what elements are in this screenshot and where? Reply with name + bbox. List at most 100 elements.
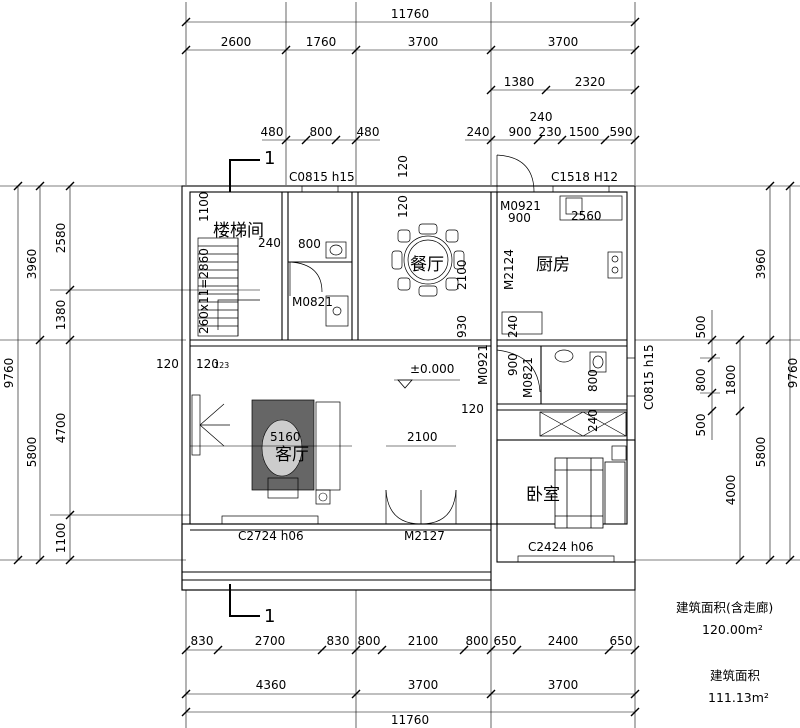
dim-bot-3700b: 3700 (548, 678, 579, 692)
dim-top-3700b: 3700 (548, 35, 579, 49)
dim-top-1380: 1380 (504, 75, 535, 89)
dim-top-2600: 2600 (221, 35, 252, 49)
kitchen-counter (501, 195, 623, 335)
dim-top-480b: 480 (357, 125, 380, 139)
dim-240-stair: 240 (258, 236, 281, 250)
dim-right-total: 9760 (786, 358, 800, 389)
sofa-set (251, 399, 341, 505)
dim-930: 930 (455, 315, 469, 338)
window-label-top-left: C0815 h15 (289, 170, 355, 184)
dim-2124: M2124 (502, 249, 516, 290)
stair (197, 237, 260, 337)
dim-bot-3700a: 3700 (408, 678, 439, 692)
dim-800-b: 800 (586, 369, 600, 392)
room-living: 客厅 (275, 445, 309, 465)
dim-800-bath: 800 (298, 237, 321, 251)
dim-right-5800: 5800 (754, 437, 768, 468)
dim-top-3700a: 3700 (408, 35, 439, 49)
dim-240-c: 240 (586, 409, 600, 432)
room-stair: 楼梯间 (213, 221, 264, 241)
dim-stair-1100: 1100 (197, 191, 211, 222)
dim-top-480a: 480 (261, 125, 284, 139)
dim-bot-total: 11760 (391, 713, 429, 727)
dim-right-500b: 500 (694, 414, 708, 437)
elevation-mark: ±0.000 (394, 362, 460, 389)
dim-bot-2700: 2700 (255, 634, 286, 648)
right-dimensions: 9760 3960 5800 1800 4000 500 800 500 (694, 181, 800, 565)
dim-top-590: 590 (610, 125, 633, 139)
dim-900-b: 900 (506, 353, 520, 376)
dim-bot-800a: 800 (358, 634, 381, 648)
bottom-dimensions: 830 2700 830 800 2100 800 650 2400 650 4… (181, 634, 640, 727)
dim-2560: 2560 (571, 209, 602, 223)
dim-120-d: 120 (196, 357, 219, 371)
section-mark-bottom: 1 (264, 606, 275, 627)
dim-top-240b: 240 (467, 125, 490, 139)
bed (539, 411, 627, 529)
toilet-fixture (325, 241, 347, 259)
dim-left-2580: 2580 (54, 223, 68, 254)
area-label: 建筑面积 (710, 668, 760, 683)
dim-240-b: 240 (506, 315, 520, 338)
dim-right-500a: 500 (694, 316, 708, 339)
dim-right-800: 800 (694, 369, 708, 392)
bath2-fixtures (554, 349, 607, 373)
dim-120-c: 120 (156, 357, 179, 371)
room-bedroom: 卧室 (526, 485, 560, 505)
room-dining: 餐厅 (410, 255, 444, 275)
dim-stair-run: 260x11=2860 (197, 248, 211, 334)
dim-bot-2100: 2100 (408, 634, 439, 648)
door-label-m0821-mid: M0821 (521, 357, 535, 398)
dim-left-1380: 1380 (54, 300, 68, 331)
dim-right-3960: 3960 (754, 249, 768, 280)
dim-bot-800b: 800 (466, 634, 489, 648)
dim-bot-650a: 650 (494, 634, 517, 648)
dim-left-5800: 5800 (25, 437, 39, 468)
door-label-m0921-mid: M0921 (476, 344, 490, 385)
tv-cabinet (191, 394, 230, 456)
dim-top-total: 11760 (391, 7, 429, 21)
dim-top-2320: 2320 (575, 75, 606, 89)
top-dimensions: 11760 2600 1760 3700 3700 1380 2320 240 … (181, 7, 640, 145)
dim-top-1760: 1760 (306, 35, 337, 49)
dim-bot-830b: 830 (327, 634, 350, 648)
dim-left-3960: 3960 (25, 249, 39, 280)
dim-top-800: 800 (310, 125, 333, 139)
dining-table (391, 223, 465, 297)
dim-top-1500: 1500 (569, 125, 600, 139)
dim-left-total: 9760 (2, 358, 16, 389)
room-kitchen: 厨房 (536, 255, 570, 275)
door-label-m0921-top: M0921 (500, 199, 541, 213)
window-label-top-right: C1518 H12 (551, 170, 618, 184)
dim-left-4700: 4700 (54, 413, 68, 444)
openings (221, 154, 636, 563)
dim-top-230: 230 (539, 125, 562, 139)
dim-120-a: 120 (396, 155, 410, 178)
area-value-with-corridor: 120.00m² (702, 622, 763, 637)
dim-top-240: 240 (530, 110, 553, 124)
window-label-right: C0815 h15 (642, 344, 656, 410)
area-value: 111.13m² (708, 690, 769, 705)
door-label-bottom: M2127 (404, 529, 445, 543)
dim-right-1800: 1800 (724, 365, 738, 396)
dim-bot-4360: 4360 (256, 678, 287, 692)
dim-120-e: 120 (461, 402, 484, 416)
dim-left-1100: 1100 (54, 523, 68, 554)
dim-right-4000: 4000 (724, 475, 738, 506)
window-label-bottom-left: C2724 h06 (238, 529, 304, 543)
dim-123: 123 (214, 361, 229, 370)
shower-fixture (325, 295, 349, 327)
dim-2100-door: 2100 (407, 430, 438, 444)
dim-top-900: 900 (509, 125, 532, 139)
elevation-value: ±0.000 (410, 362, 454, 376)
dim-120-b: 120 (396, 195, 410, 218)
section-marks: 1 1 (229, 148, 275, 627)
dim-bot-650b: 650 (610, 634, 633, 648)
dim-900-top: 900 (508, 211, 531, 225)
window-label-bottom-right: C2424 h06 (528, 540, 594, 554)
area-label-with-corridor: 建筑面积(含走廊) (676, 600, 773, 615)
dim-bot-830a: 830 (191, 634, 214, 648)
dim-bot-2400: 2400 (548, 634, 579, 648)
